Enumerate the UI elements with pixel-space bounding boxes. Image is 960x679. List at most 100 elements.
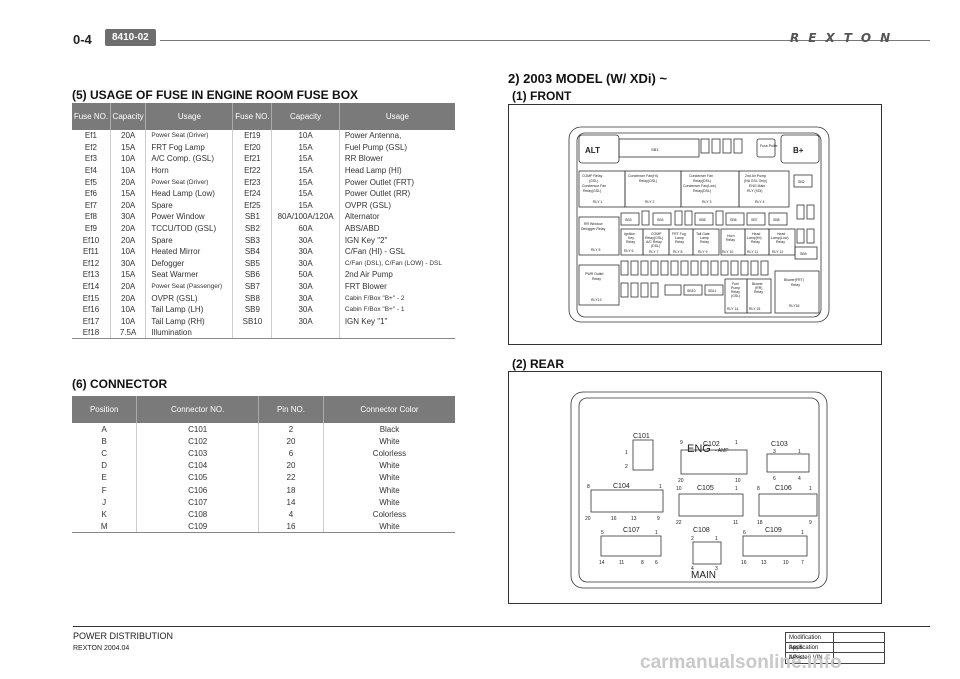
relay-6-text-b: Key [628, 236, 634, 240]
c106-pin-18: 18 [757, 520, 763, 526]
fuse-table-cell: 20A [109, 280, 146, 293]
fuse-column-header: Fuse NO. [72, 103, 111, 130]
sb3-label: SB3 [625, 218, 632, 222]
fuse-table-cell: Ef9 [84, 224, 97, 234]
application-basis-row: Application basis [786, 643, 884, 661]
relay-2-id: RLY 2 [645, 200, 654, 204]
sb8-label: SB8 [773, 218, 780, 222]
c109-connector [742, 535, 808, 557]
c103-pin-4: 4 [798, 476, 801, 482]
fuse-table-cell: 15A [109, 269, 146, 281]
c107-pin-5: 5 [601, 530, 604, 536]
relay-5-id: RLY 5 [591, 248, 600, 252]
fuse-table-cell: Ef21 [232, 153, 272, 165]
connector-table-cell: 6 [258, 447, 324, 460]
fuse-table-cell: 10A [109, 245, 146, 258]
fuse-table-cell: Ef4 [84, 166, 97, 176]
fuse-puller [756, 138, 776, 158]
relay-3-id: RLY 3 [702, 200, 711, 204]
fuse-table-cell: Heated Mirror [145, 245, 233, 258]
sb10-label: SB10 [687, 289, 696, 293]
fuse-column-header: Usage [145, 103, 233, 130]
c105-connector [678, 493, 744, 517]
c109-pin-6: 6 [743, 530, 746, 536]
relay-9-text-c: Relay [700, 240, 709, 244]
relay-2-text-a: Condenser Fan(HI) [628, 174, 658, 178]
c104-pin-20: 20 [585, 516, 591, 522]
relay-11-text-c: Relay [751, 240, 760, 244]
connector-table-cell: 20 [258, 459, 324, 472]
fuse-table-cell: 20A [109, 222, 146, 235]
relay-15-text-a: Blower [752, 282, 764, 286]
relay-7-text-a: COMP [651, 232, 662, 236]
connector-table-cell: C106 [136, 483, 259, 497]
fuse-table-cell: Tail Lamp (LH) [145, 303, 233, 316]
bplus-terminal [780, 134, 820, 164]
watermark: carmanualsonline.info [640, 652, 842, 673]
c105-label: C105 [697, 485, 714, 492]
ef-side-2 [806, 204, 815, 220]
fuse-box-outline [568, 126, 830, 323]
c104-pin-1: 1 [659, 484, 662, 490]
header-rule [160, 40, 930, 41]
c103-pin-3: 3 [773, 449, 776, 455]
relay-4-text-a: 2nd Air Pump [745, 174, 766, 178]
connector-table-cell: K [101, 509, 107, 519]
relay-7-text-b: Relay(GSL) [645, 236, 663, 240]
c107-label: C107 [623, 527, 640, 534]
fuse-column-header: Usage [338, 103, 455, 130]
fuse-table-cell: FRT Blower [338, 280, 455, 293]
fuse-table-cell: Ef12 [82, 258, 100, 268]
connector-table-cell: C105 [136, 471, 259, 484]
c109-pin-7: 7 [801, 560, 804, 566]
relay-12-text-c: Relay [776, 240, 785, 244]
sb10-fuse [683, 284, 703, 296]
connector-table-cell: C107 [136, 496, 259, 509]
sb1-label: SB1 [651, 147, 659, 152]
relay-4 [738, 170, 790, 208]
relay-3-text-b: Relay(DSL) [693, 179, 711, 183]
connector-table-cell: Colorless [322, 447, 455, 460]
relay-13 [578, 264, 620, 306]
fuse-table-cell: SB8 [232, 292, 272, 304]
relay-3-text-d: Relay(DSL) [693, 189, 711, 193]
c106-pin-1: 1 [809, 486, 812, 492]
c107-connector [600, 535, 662, 557]
fuse-table-cell: Ef22 [232, 164, 272, 177]
c104-pin-9: 9 [657, 516, 660, 522]
fuse-table-cell: Alternator [338, 211, 455, 223]
fuse-table-cell: Illumination [145, 327, 233, 340]
ef-mid-1 [641, 210, 650, 226]
fuse-table-cell: FRT Fog Lamp [145, 141, 233, 154]
fuse-table-cell: 15A [271, 141, 340, 154]
relay-11-text-a: Head [752, 232, 760, 236]
connector-table-cell: E [101, 473, 107, 483]
c102-connector [680, 449, 748, 475]
relay-14-id: RLY 14 [727, 307, 738, 311]
brand-logo: REXTON [790, 31, 900, 45]
connector-table-cell: White [322, 435, 455, 448]
fuse-table-cell: OVPR (GSL) [145, 292, 233, 304]
sb9-label: SB9 [800, 252, 807, 256]
relay-15-text-b: (RR) [755, 286, 762, 290]
sb6-fuse [725, 212, 745, 226]
c109-pin-16: 16 [741, 560, 747, 566]
fuse-section-title: (5) USAGE OF FUSE IN ENGINE ROOM FUSE BO… [72, 88, 359, 102]
connector-table-cell: A [101, 424, 107, 434]
fuse-table-cell: SB3 [232, 234, 272, 246]
fuse-table-cell: Ef10 [82, 235, 100, 245]
relay-16 [774, 270, 820, 314]
connector-table-cell: D [101, 461, 108, 471]
connector-column-header: Position [72, 396, 137, 423]
fuse-table-cell: 30A [109, 257, 146, 270]
fuse-table-cell: 30A [271, 280, 340, 293]
